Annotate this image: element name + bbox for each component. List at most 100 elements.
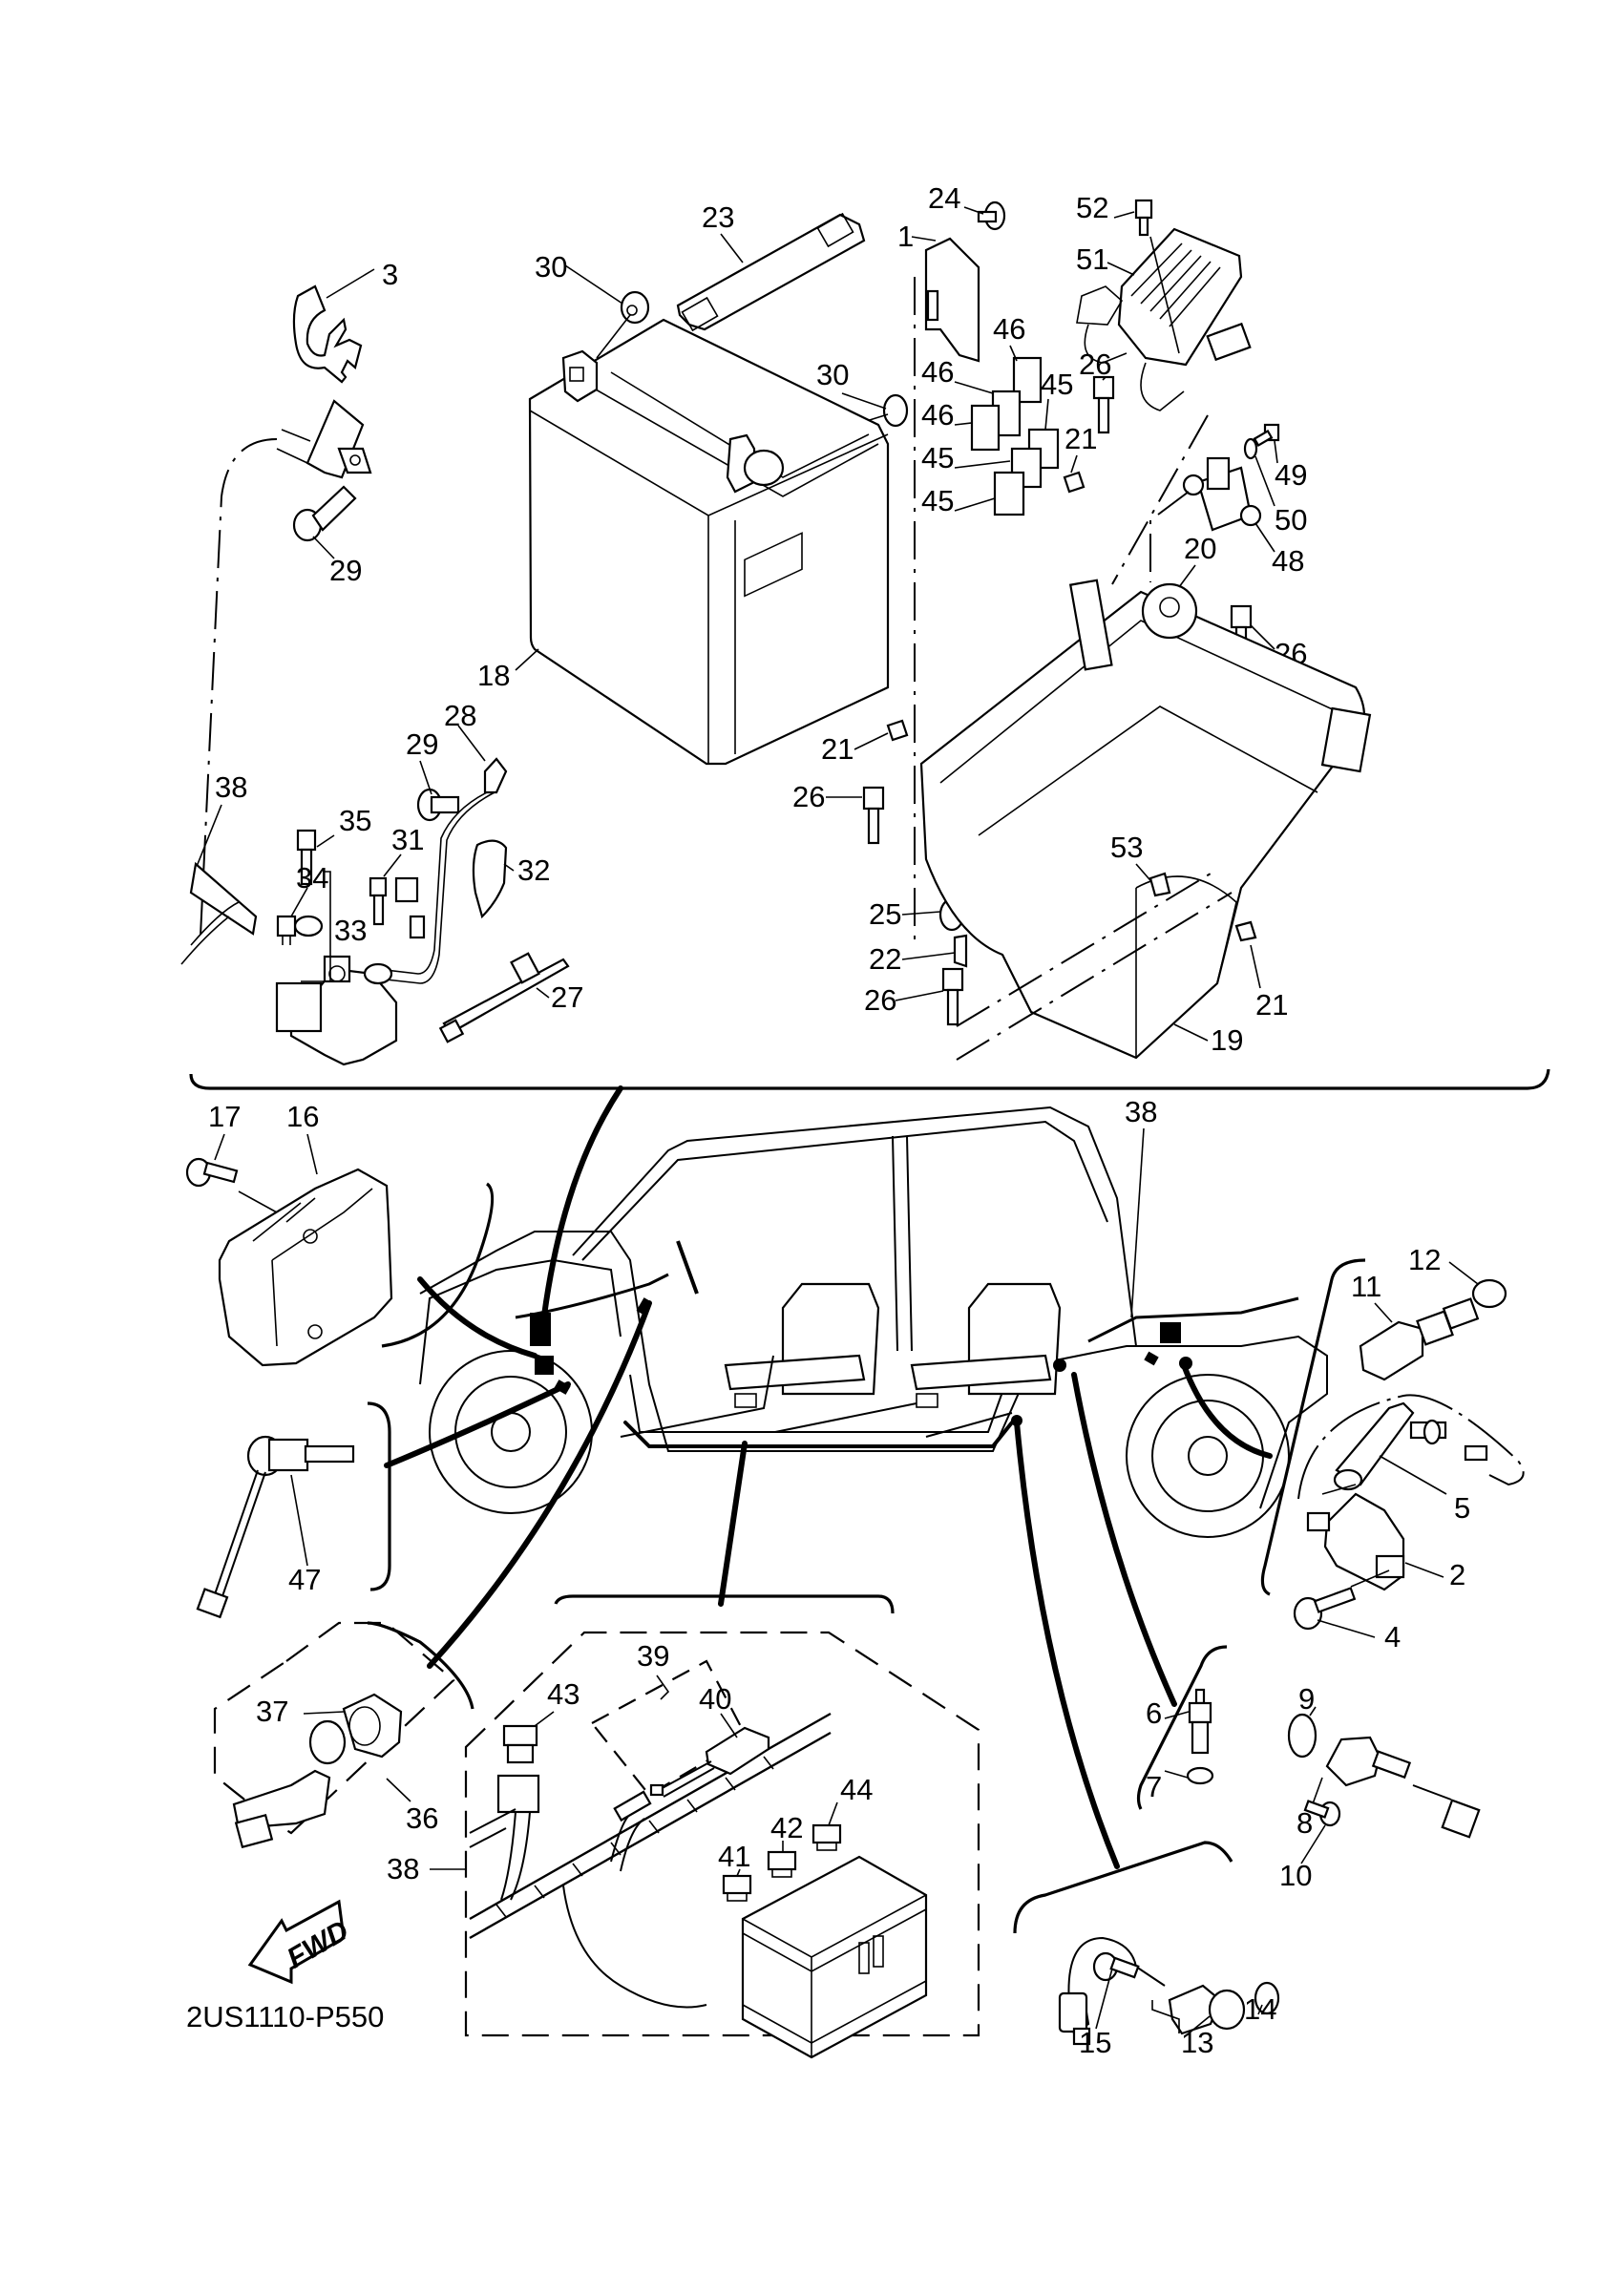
part-30-nut-left[interactable] <box>620 290 650 325</box>
part-45-relays[interactable] <box>993 428 1060 516</box>
part-37-cover[interactable] <box>342 1693 403 1759</box>
part-4-bolt[interactable] <box>1293 1587 1357 1631</box>
callout-36: 36 <box>406 1801 438 1835</box>
part-21-clip-a[interactable] <box>1063 471 1086 494</box>
callout-26-d: 26 <box>864 983 896 1017</box>
part-9-o-ring[interactable] <box>1287 1713 1317 1759</box>
part-10-bolt[interactable] <box>1303 1800 1341 1827</box>
part-16-rectifier-regulator[interactable] <box>218 1168 393 1367</box>
part-5-spark-plug-cap[interactable] <box>1297 1394 1525 1500</box>
part-46-relays[interactable] <box>970 356 1043 452</box>
callout-35: 35 <box>339 804 371 837</box>
callout-18: 18 <box>477 659 510 692</box>
part-27-cable-tie[interactable] <box>438 952 570 1043</box>
part-34-fuse[interactable] <box>276 915 297 945</box>
part-21-clip-d[interactable] <box>1234 920 1257 942</box>
leader-line-39 <box>718 1441 748 1607</box>
part-1-control-unit[interactable] <box>924 237 980 363</box>
part-18-battery[interactable] <box>528 318 890 766</box>
callout-46-a: 46 <box>993 312 1025 346</box>
part-29-bolt-upper[interactable] <box>292 485 357 542</box>
callout-45-c: 45 <box>921 484 954 517</box>
vehicle-section: 38 <box>367 1085 1366 1934</box>
callout-50: 50 <box>1275 503 1307 537</box>
callout-37: 37 <box>256 1695 288 1728</box>
callout-13: 13 <box>1181 2026 1213 2059</box>
part-26-bolt-c[interactable] <box>862 786 885 845</box>
part-33-starter-relay[interactable] <box>275 955 398 1066</box>
part-12-gasket[interactable] <box>1471 1278 1507 1309</box>
part-21-clip-b[interactable] <box>886 719 909 742</box>
callout-17: 17 <box>208 1100 241 1133</box>
cable-routing-line <box>200 438 278 937</box>
part-42-fuse[interactable] <box>767 1850 797 1878</box>
callout-29-upper: 29 <box>329 554 362 587</box>
callout-53: 53 <box>1110 831 1143 864</box>
part-50-washer[interactable] <box>1243 437 1258 460</box>
callout-23: 23 <box>702 200 734 234</box>
part-2-ignition-coil[interactable] <box>1306 1484 1405 1591</box>
top-section-bracket <box>189 1068 1550 1090</box>
part-53-clip[interactable] <box>1149 872 1171 897</box>
callout-20: 20 <box>1184 532 1216 565</box>
part-13-crank-position-sensor[interactable] <box>1058 1936 1246 2046</box>
part-30-nut-right[interactable] <box>882 393 909 428</box>
part-31-bolt[interactable] <box>369 876 388 926</box>
fuse-box-body[interactable] <box>741 1855 928 2059</box>
part-28-cable[interactable] <box>363 757 508 985</box>
callout-6: 6 <box>1146 1696 1162 1730</box>
part-22-clip-lower[interactable] <box>953 934 968 968</box>
leader-line-top <box>541 1085 623 1318</box>
part-51-ecu[interactable] <box>1076 227 1252 411</box>
part-19-battery-box[interactable] <box>919 579 1372 1060</box>
part-40-connector[interactable] <box>649 1726 770 1798</box>
callout-38-top: 38 <box>215 770 247 804</box>
callout-33: 33 <box>334 914 367 947</box>
part-20-grommet[interactable] <box>1141 582 1198 640</box>
callout-12: 12 <box>1408 1243 1441 1276</box>
part-35-bolt[interactable] <box>293 829 324 937</box>
part-15-bolt[interactable] <box>1092 1951 1140 1982</box>
part-41-fuse[interactable] <box>722 1874 752 1902</box>
part-24-screw[interactable] <box>977 200 1006 231</box>
bracket-36 <box>367 1621 474 1710</box>
callout-29-lower: 29 <box>406 727 438 761</box>
part-36-neutral-switch[interactable] <box>232 1719 347 1849</box>
callout-32: 32 <box>517 853 550 887</box>
part-29-bolt-lower[interactable] <box>416 788 460 822</box>
part-26-bolt-d[interactable] <box>941 967 964 1026</box>
part-6-spark-plug[interactable] <box>1188 1688 1212 1755</box>
part-48-lean-angle-sensor[interactable] <box>1182 456 1262 532</box>
callout-41: 41 <box>718 1840 750 1873</box>
part-26-bolt-a[interactable] <box>1092 375 1115 434</box>
part-44-fuse[interactable] <box>812 1823 842 1851</box>
callout-21-d: 21 <box>1255 988 1288 1022</box>
leader-line-16 <box>417 1276 537 1359</box>
bracket-13 <box>1013 1841 1233 1934</box>
part-47-thermo-switch[interactable] <box>196 1435 355 1619</box>
callout-45-a: 45 <box>1041 368 1073 401</box>
part-23-battery-strap[interactable] <box>676 212 866 332</box>
callout-8: 8 <box>1296 1806 1313 1840</box>
callout-16: 16 <box>286 1100 319 1133</box>
part-17-bolt[interactable] <box>185 1157 239 1188</box>
part-43-fuse-cap[interactable] <box>502 1724 538 1764</box>
callout-34: 34 <box>296 861 328 895</box>
rear-wheel <box>1126 1374 1290 1538</box>
part-11-temperature-sensor[interactable] <box>1359 1297 1480 1381</box>
part-32-clamp[interactable] <box>472 839 508 919</box>
callout-42: 42 <box>770 1811 803 1844</box>
part-38-harness-lower[interactable] <box>469 1712 832 2009</box>
part-49-screw[interactable] <box>1253 423 1280 447</box>
callout-52: 52 <box>1076 191 1108 224</box>
callout-2: 2 <box>1449 1558 1465 1591</box>
callout-7: 7 <box>1146 1770 1162 1803</box>
part-8-speed-sensor[interactable] <box>1325 1736 1481 1839</box>
front-wheel <box>429 1350 593 1514</box>
battery-negative-cable-end[interactable] <box>276 399 372 479</box>
part-7-gasket[interactable] <box>1186 1766 1214 1785</box>
part-3-clamp[interactable] <box>292 284 363 384</box>
top-section: 3 23 30 30 <box>180 181 1550 1090</box>
part-52-bolt[interactable] <box>1134 199 1153 237</box>
